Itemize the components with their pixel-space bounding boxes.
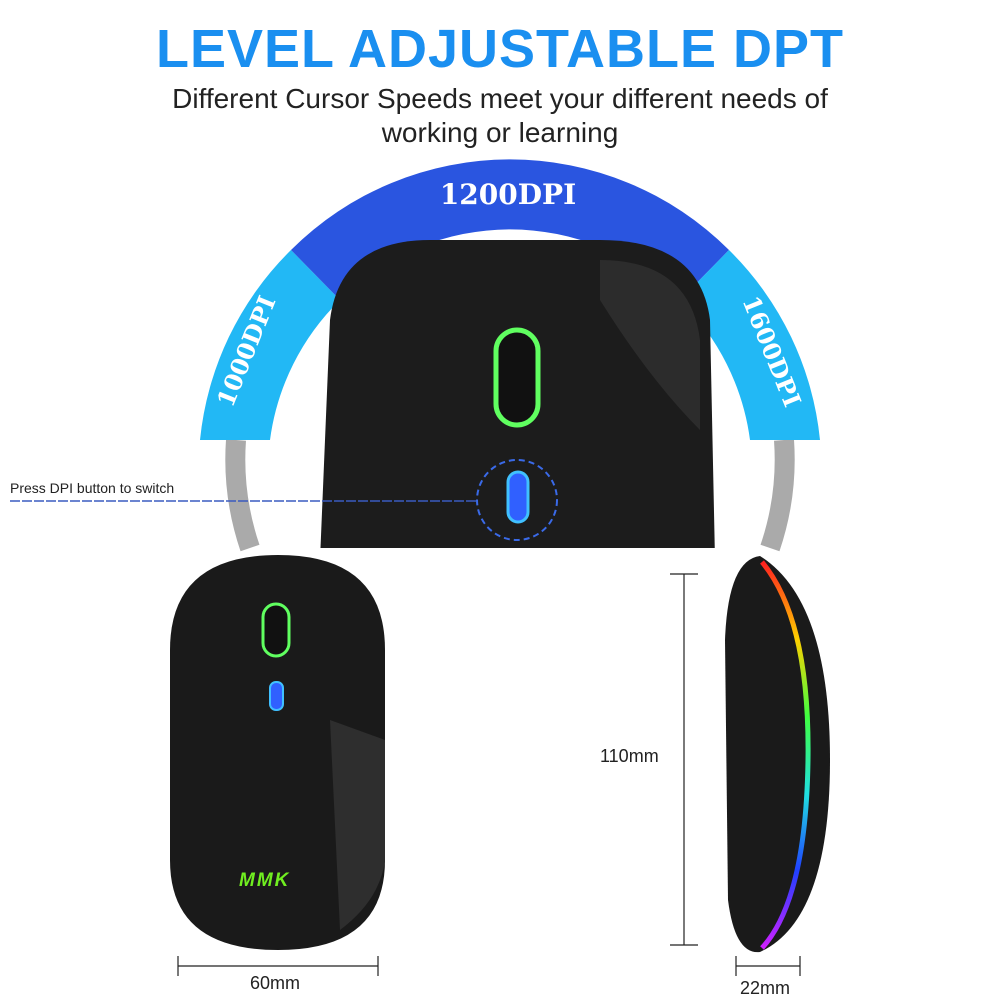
length-label: 110mm [600, 746, 659, 766]
mouse-top-closeup [320, 240, 715, 548]
dpi-segment-1600 [680, 250, 820, 440]
subtitle-line-2: working or learning [381, 117, 619, 148]
subtitle-line-1: Different Cursor Speeds meet your differ… [172, 83, 828, 114]
gray-arc [225, 439, 260, 552]
height-label: 22mm [740, 978, 791, 998]
gray-arc-right [760, 439, 795, 552]
dpi-button [506, 470, 530, 524]
width-label: 60mm [250, 973, 301, 993]
dpi-segment-1000 [200, 250, 340, 440]
scroll-wheel [493, 327, 541, 428]
dimension-lines [177, 573, 801, 976]
dpi-callout-text: Press DPI button to switch [10, 480, 175, 496]
dpi-label-1200: 1200DPI [440, 178, 576, 211]
dpi-button-highlight [476, 459, 558, 541]
dpi-segment-1200 [291, 159, 729, 300]
brand-logo: MMK [239, 870, 291, 891]
mouse-side-view [725, 556, 830, 953]
mouse-top-view [170, 555, 385, 950]
headline: LEVEL ADJUSTABLE DPT [155, 19, 845, 79]
